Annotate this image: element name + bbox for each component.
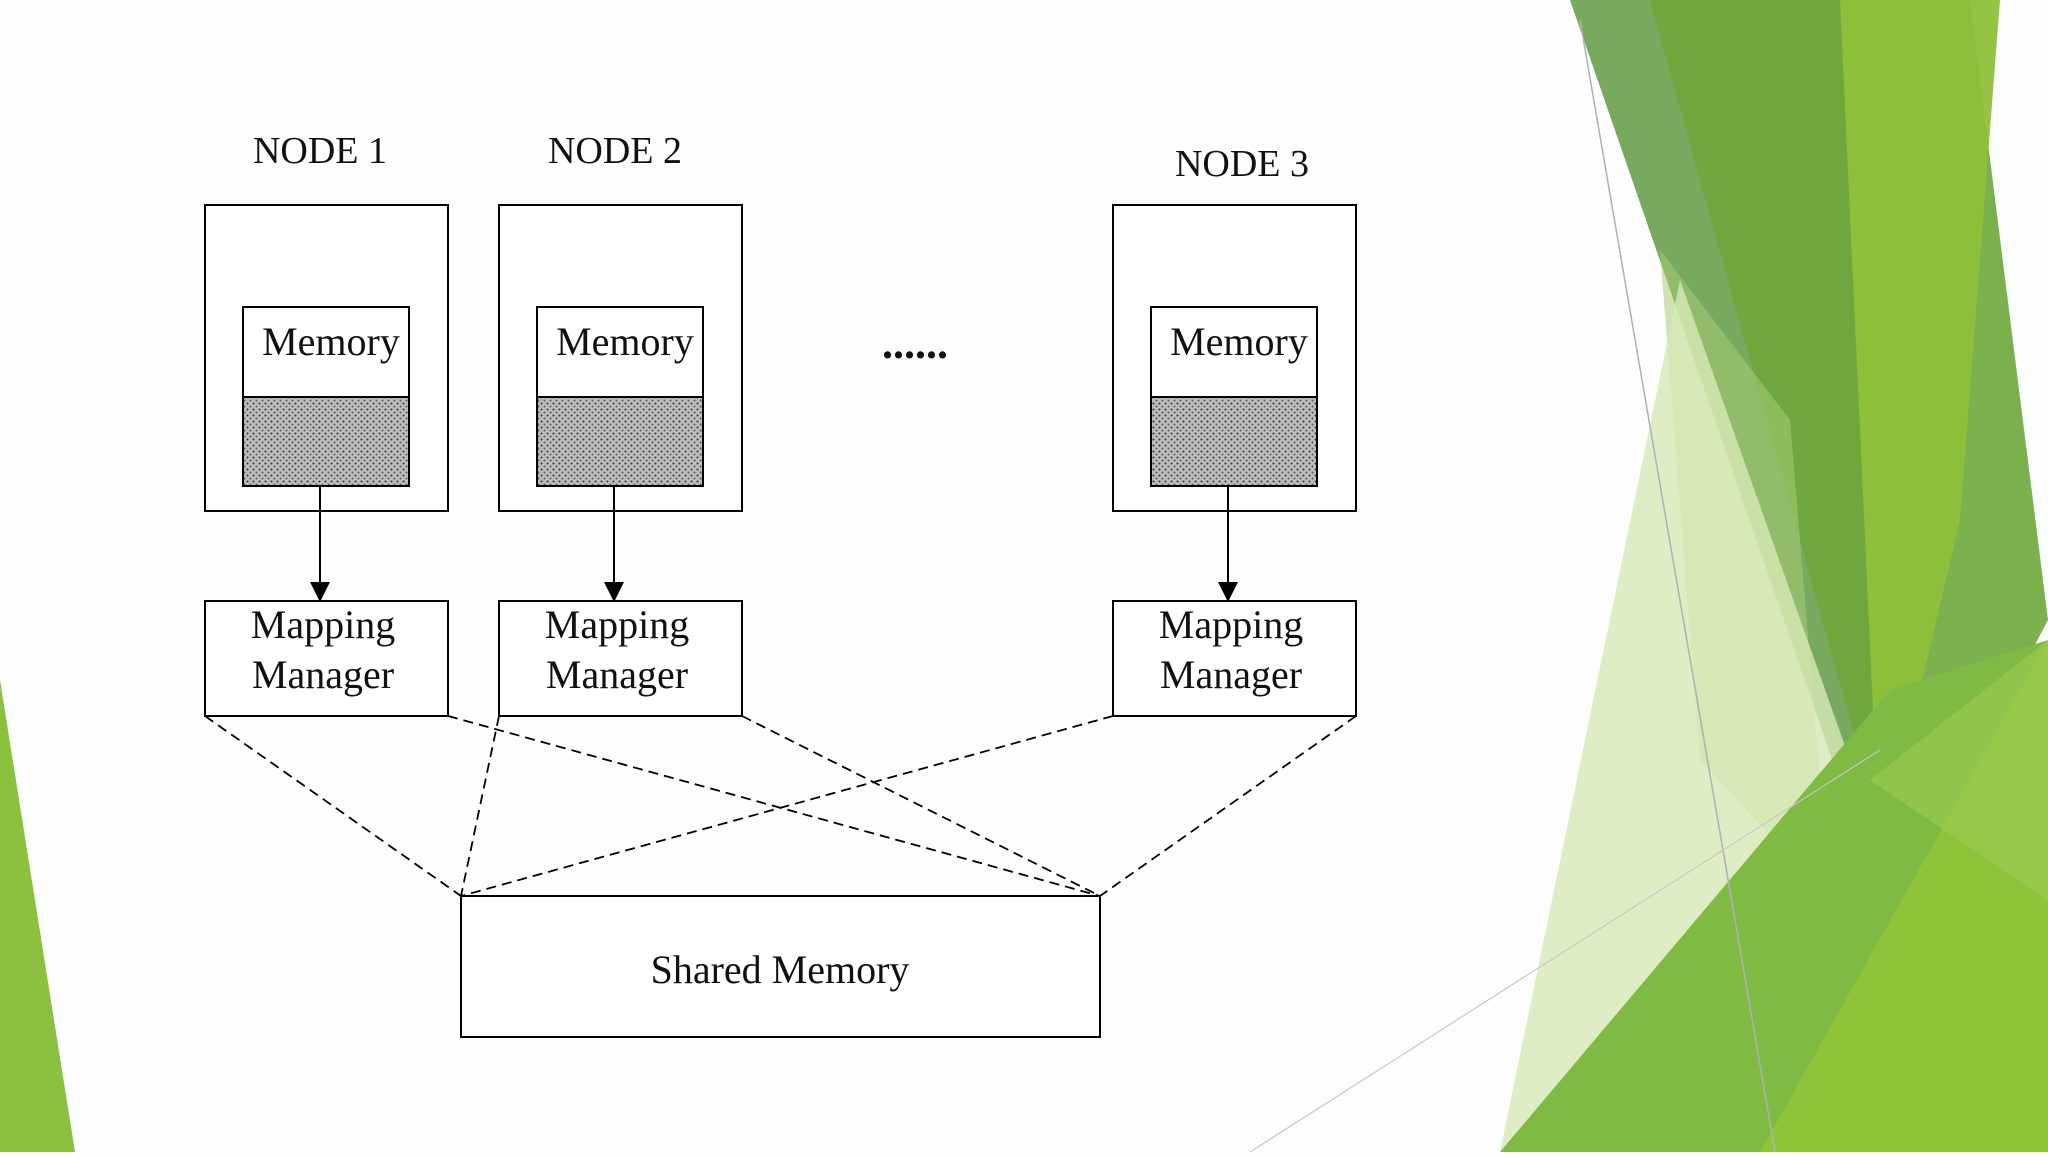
node-3-memory-label: Memory	[1170, 319, 1308, 364]
node-3-title: NODE 3	[1175, 143, 1309, 185]
mapping-line	[460, 715, 1114, 897]
node-1-manager-label: Manager	[252, 652, 394, 697]
shared-memory-box	[460, 895, 1101, 1038]
node-1-memory-region	[242, 396, 410, 487]
node-2-mapping-label: Mapping	[545, 602, 689, 647]
node-3-mapping-manager-box	[1112, 600, 1357, 717]
node-3-manager-label: Manager	[1160, 652, 1302, 697]
mapping-line	[447, 715, 1101, 897]
node-3-memory-box	[1150, 306, 1318, 398]
node-1-memory-label: Memory	[262, 319, 400, 364]
node-2-title: NODE 2	[548, 130, 682, 172]
shared-memory-label: Shared Memory	[651, 947, 910, 992]
mapping-line	[204, 715, 462, 897]
mapping-lines	[204, 715, 1357, 897]
node-3: Memory Mapping Manager	[1112, 204, 1357, 717]
mapping-line	[741, 715, 1101, 897]
shared-memory: Shared Memory	[460, 895, 1101, 1038]
node-3-mapping-label: Mapping	[1159, 602, 1303, 647]
ellipsis: ......	[882, 319, 948, 368]
decorative-facet-left	[0, 680, 75, 1152]
decorative-facets-right	[1249, 0, 2048, 1153]
node-3-memory-region	[1150, 396, 1318, 487]
node-1-title: NODE 1	[253, 130, 387, 172]
mapping-line	[460, 715, 500, 897]
node-1: Memory Mapping Manager	[204, 204, 449, 717]
node-2-mapping-manager-box	[498, 600, 743, 717]
node-2-memory-region	[536, 396, 704, 487]
node-1-mapping-label: Mapping	[251, 602, 395, 647]
node-2: Memory Mapping Manager	[498, 204, 743, 717]
mapping-line	[1099, 715, 1357, 897]
node-2-manager-label: Manager	[546, 652, 688, 697]
node-1-mapping-manager-box	[204, 600, 449, 717]
node-2-memory-box	[536, 306, 704, 398]
node-2-memory-label: Memory	[556, 319, 694, 364]
